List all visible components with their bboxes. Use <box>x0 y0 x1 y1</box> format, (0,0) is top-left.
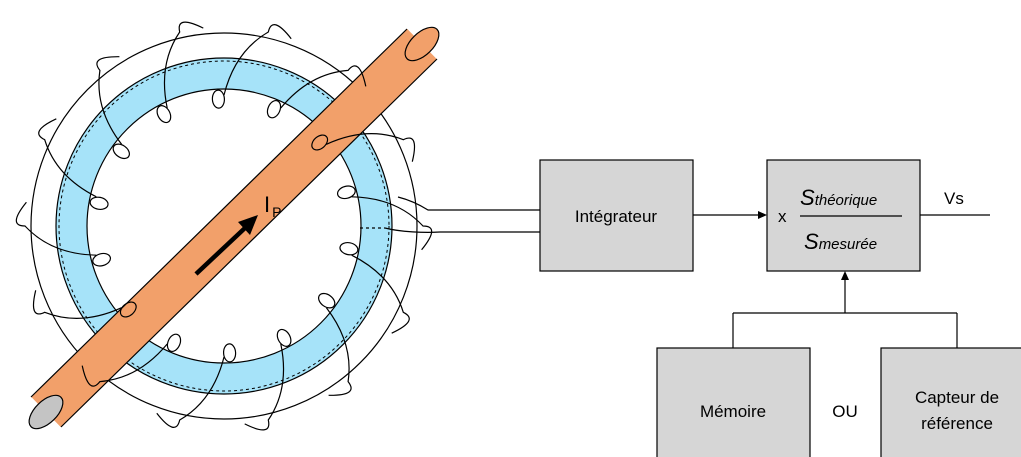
fraction-denominator: Smesurée <box>804 229 877 254</box>
integrator-block <box>539 159 694 272</box>
torus-outer-edge <box>30 32 418 420</box>
winding-inner-loop <box>89 196 109 211</box>
winding-inner-loop <box>339 241 359 256</box>
arrow-right-icon <box>758 211 767 219</box>
torus-mean-path <box>58 60 390 392</box>
primary-conductor <box>28 26 440 430</box>
conductor-end-cap <box>28 394 64 430</box>
memory-label: Mémoire <box>700 402 766 421</box>
winding-inner-loop <box>266 99 282 119</box>
winding-inner-loop <box>166 333 182 353</box>
sensor-label-line1: Capteur de <box>915 388 999 407</box>
winding-turns <box>15 21 433 431</box>
memory-block <box>656 347 811 457</box>
multiply-sign: x <box>778 207 787 226</box>
winding-inner-loop <box>119 301 137 318</box>
sensor-label-line2: référence <box>921 414 993 433</box>
calibration-connector <box>732 280 958 348</box>
reference-sensor-block <box>880 347 1021 457</box>
winding-inner-loop <box>211 89 226 109</box>
torus-inner-edge <box>86 88 362 364</box>
winding-inner-loop <box>318 292 336 309</box>
winding-inner-loop <box>112 143 130 160</box>
winding-inner-loop <box>156 105 172 124</box>
winding-inner-loop <box>336 185 356 200</box>
coil-leads <box>360 196 540 233</box>
arrow-up-icon <box>841 271 849 280</box>
integrator-label: Intégrateur <box>575 207 658 226</box>
or-label: OU <box>832 402 858 421</box>
winding-inner-loop <box>222 343 237 363</box>
fraction-numerator: Sthéorique <box>800 185 877 210</box>
coil-windings <box>15 21 433 431</box>
winding-inner-loop <box>92 252 112 267</box>
output-label: Vs <box>944 189 964 208</box>
winding-inner-loop <box>311 134 329 151</box>
arrow-up-right-icon <box>194 215 258 276</box>
winding-inner-loop <box>276 328 292 347</box>
